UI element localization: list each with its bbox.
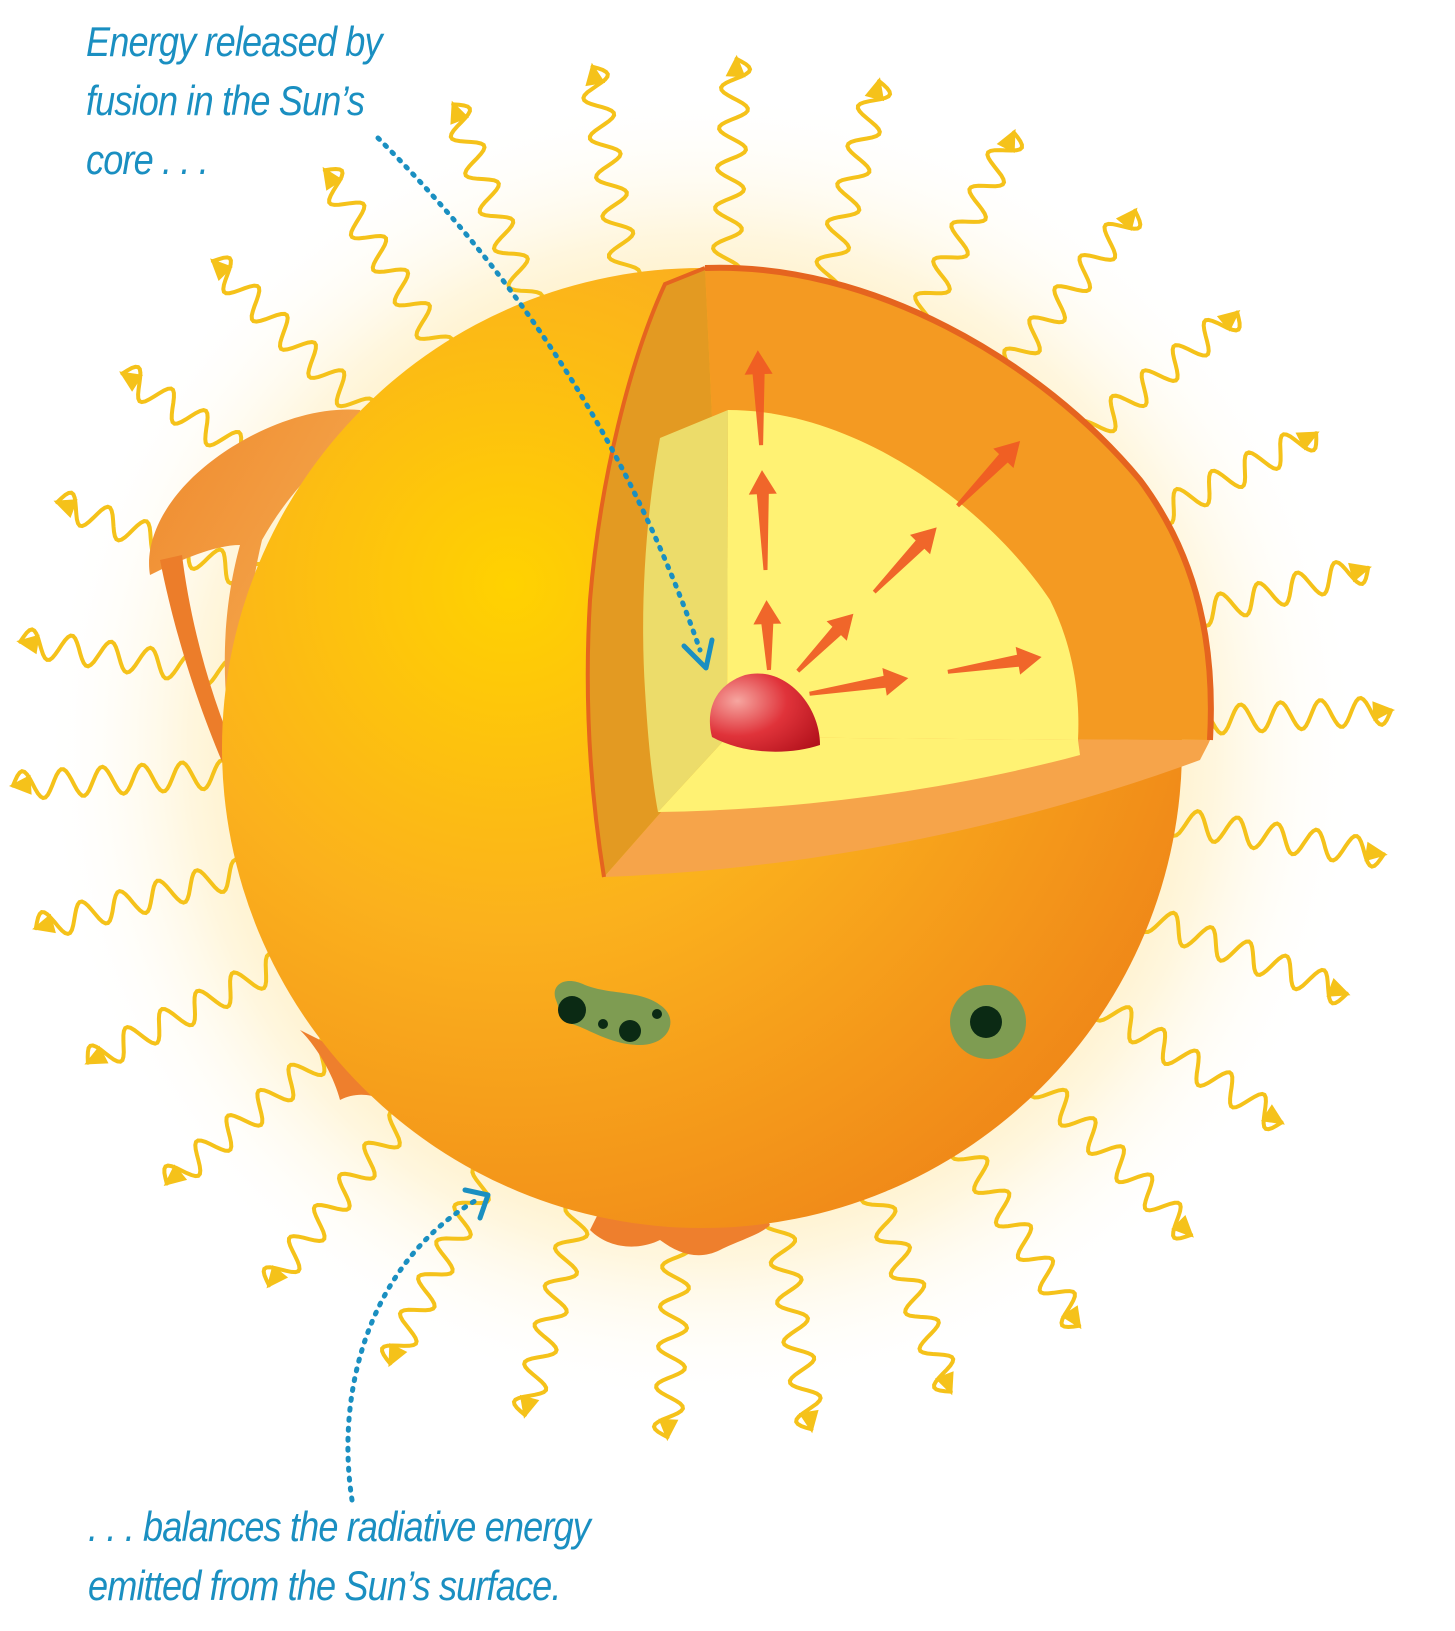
caption-surface-energy: . . . balances the radiative energy emit… bbox=[88, 1497, 590, 1615]
caption-line: emitted from the Sun’s surface. bbox=[88, 1556, 590, 1615]
caption-line: core . . . bbox=[86, 130, 382, 189]
wave-arrowhead-icon bbox=[1326, 978, 1350, 997]
caption-line: Energy released by bbox=[86, 12, 382, 71]
caption-line: fusion in the Sun’s bbox=[86, 71, 382, 130]
wave-arrowhead-icon bbox=[9, 775, 32, 795]
wave-arrowhead-icon bbox=[1364, 842, 1387, 862]
wave-arrowhead-icon bbox=[658, 1419, 678, 1441]
wave-arrowhead-icon bbox=[16, 635, 39, 655]
wave-arrowhead-icon bbox=[1372, 701, 1395, 721]
caption-core-energy: Energy released by fusion in the Sun’s c… bbox=[86, 12, 382, 189]
sunspot-icon bbox=[950, 985, 1026, 1059]
caption-line: . . . balances the radiative energy bbox=[88, 1497, 590, 1556]
wave-arrowhead-icon bbox=[54, 499, 78, 518]
wave-arrowhead-icon bbox=[726, 55, 746, 77]
